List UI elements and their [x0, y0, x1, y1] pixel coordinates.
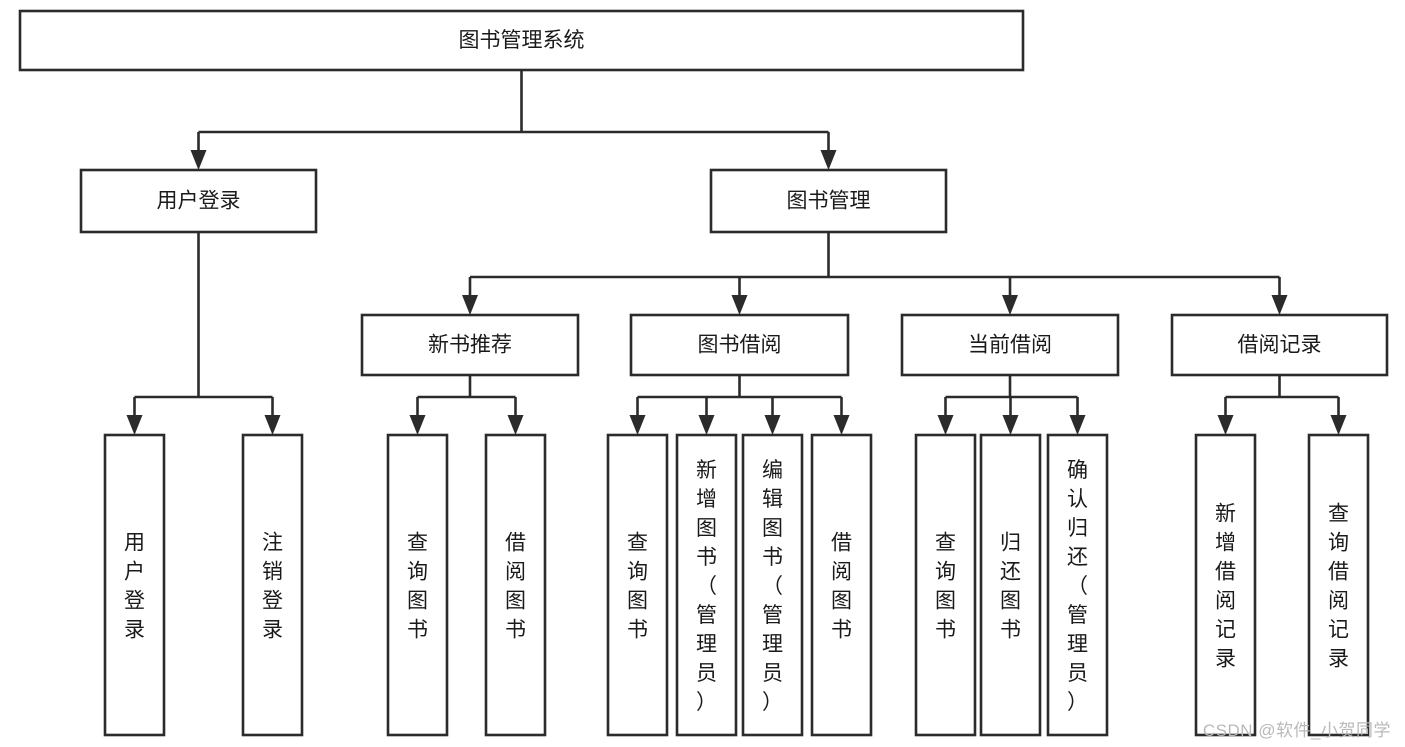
arrow-head-icon [1002, 295, 1018, 315]
node-box [979, 433, 1042, 737]
arrow-head-icon [126, 415, 143, 435]
node-label: 查询图书 [407, 532, 428, 642]
node-current-borrow[interactable]: 当前借阅 [900, 313, 1120, 377]
connector-group-borrow-record [1217, 375, 1347, 435]
nodes-layer: 图书管理系统用户登录图书管理新书推荐图书借阅当前借阅借阅记录用户登录注销登录查询… [18, 9, 1389, 737]
node-leaf-return-book[interactable]: 归还图书 [979, 433, 1042, 737]
node-box [1307, 433, 1370, 737]
node-box [103, 433, 166, 737]
node-label: 图书管理 [787, 190, 871, 213]
node-label: 借阅记录 [1238, 334, 1322, 357]
node-box [79, 168, 318, 234]
arrow-head-icon [1217, 415, 1234, 435]
arrow-head-icon [1002, 415, 1019, 435]
node-box [1046, 433, 1109, 737]
node-box [18, 9, 1025, 72]
node-box [900, 313, 1120, 377]
node-label: 查询图书 [627, 532, 648, 642]
arrow-head-icon [764, 415, 781, 435]
node-leaf-add-borrow-record[interactable]: 新增借阅记录 [1194, 433, 1257, 737]
connector-group-book-borrow [629, 375, 850, 435]
node-box [914, 433, 977, 737]
node-new-book-recommend[interactable]: 新书推荐 [360, 313, 580, 377]
node-box [1194, 433, 1257, 737]
arrow-head-icon [190, 150, 207, 170]
node-leaf-query-book-recommend[interactable]: 查询图书 [386, 433, 449, 737]
arrow-head-icon [1271, 295, 1288, 315]
connector-group-user-login [126, 232, 281, 435]
node-leaf-user-login[interactable]: 用户登录 [103, 433, 166, 737]
node-box [360, 313, 580, 377]
arrow-head-icon [409, 415, 426, 435]
connector-group-root [190, 70, 837, 170]
node-label: 编辑图书（管理员） [762, 459, 783, 714]
connector-group-current-borrow [937, 375, 1086, 435]
node-label: 确认归还（管理员） [1067, 459, 1088, 714]
node-label: 查询图书 [935, 532, 956, 642]
node-label: 图书管理系统 [459, 29, 585, 52]
node-label: 借阅图书 [505, 532, 526, 642]
arrow-head-icon [937, 415, 954, 435]
node-leaf-add-book[interactable]: 新增图书（管理员） [675, 433, 738, 737]
node-leaf-borrow-book[interactable]: 借阅图书 [810, 433, 873, 737]
arrow-head-icon [462, 295, 478, 315]
arrow-head-icon [629, 415, 646, 435]
node-box [629, 313, 850, 377]
node-book-borrow[interactable]: 图书借阅 [629, 313, 850, 377]
node-box [386, 433, 449, 737]
watermark: CSDN @软件_小贺同学 [1202, 721, 1391, 740]
node-borrow-record[interactable]: 借阅记录 [1170, 313, 1389, 377]
node-box [709, 168, 948, 234]
node-label: 借阅图书 [831, 532, 852, 642]
node-box [675, 433, 738, 737]
arrow-head-icon [507, 415, 524, 435]
node-leaf-edit-book[interactable]: 编辑图书（管理员） [741, 433, 804, 737]
node-label: 归还图书 [1000, 532, 1021, 642]
node-label: 当前借阅 [968, 334, 1052, 357]
node-book-management[interactable]: 图书管理 [709, 168, 948, 234]
node-label: 图书借阅 [698, 334, 782, 357]
node-label: 注销登录 [262, 532, 283, 642]
node-label: 用户登录 [157, 190, 241, 213]
arrow-head-icon [1330, 415, 1347, 435]
node-label: 新书推荐 [428, 334, 512, 357]
node-box [741, 433, 804, 737]
arrow-head-icon [1069, 415, 1086, 435]
node-leaf-logout[interactable]: 注销登录 [241, 433, 304, 737]
node-leaf-borrow-book-recommend[interactable]: 借阅图书 [484, 433, 547, 737]
node-leaf-confirm-return[interactable]: 确认归还（管理员） [1046, 433, 1109, 737]
arrow-head-icon [820, 150, 837, 170]
connector-group-new-book-recommend [409, 375, 524, 435]
node-label: 用户登录 [124, 532, 145, 642]
arrow-head-icon [698, 415, 715, 435]
arrow-head-icon [264, 415, 281, 435]
edges-layer [126, 70, 1347, 435]
node-user-login[interactable]: 用户登录 [79, 168, 318, 234]
node-label: 新增借阅记录 [1215, 503, 1236, 671]
node-box [1170, 313, 1389, 377]
connector-group-book-management [462, 232, 1288, 315]
node-leaf-query-book-borrow[interactable]: 查询图书 [606, 433, 669, 737]
node-label: 新增图书（管理员） [696, 459, 717, 714]
node-box [606, 433, 669, 737]
node-box [810, 433, 873, 737]
node-label: 查询借阅记录 [1328, 503, 1349, 671]
node-leaf-query-book-current[interactable]: 查询图书 [914, 433, 977, 737]
arrow-head-icon [833, 415, 850, 435]
node-box [484, 433, 547, 737]
node-root[interactable]: 图书管理系统 [18, 9, 1025, 72]
arrow-head-icon [731, 295, 748, 315]
node-box [241, 433, 304, 737]
node-leaf-query-borrow-record[interactable]: 查询借阅记录 [1307, 433, 1370, 737]
